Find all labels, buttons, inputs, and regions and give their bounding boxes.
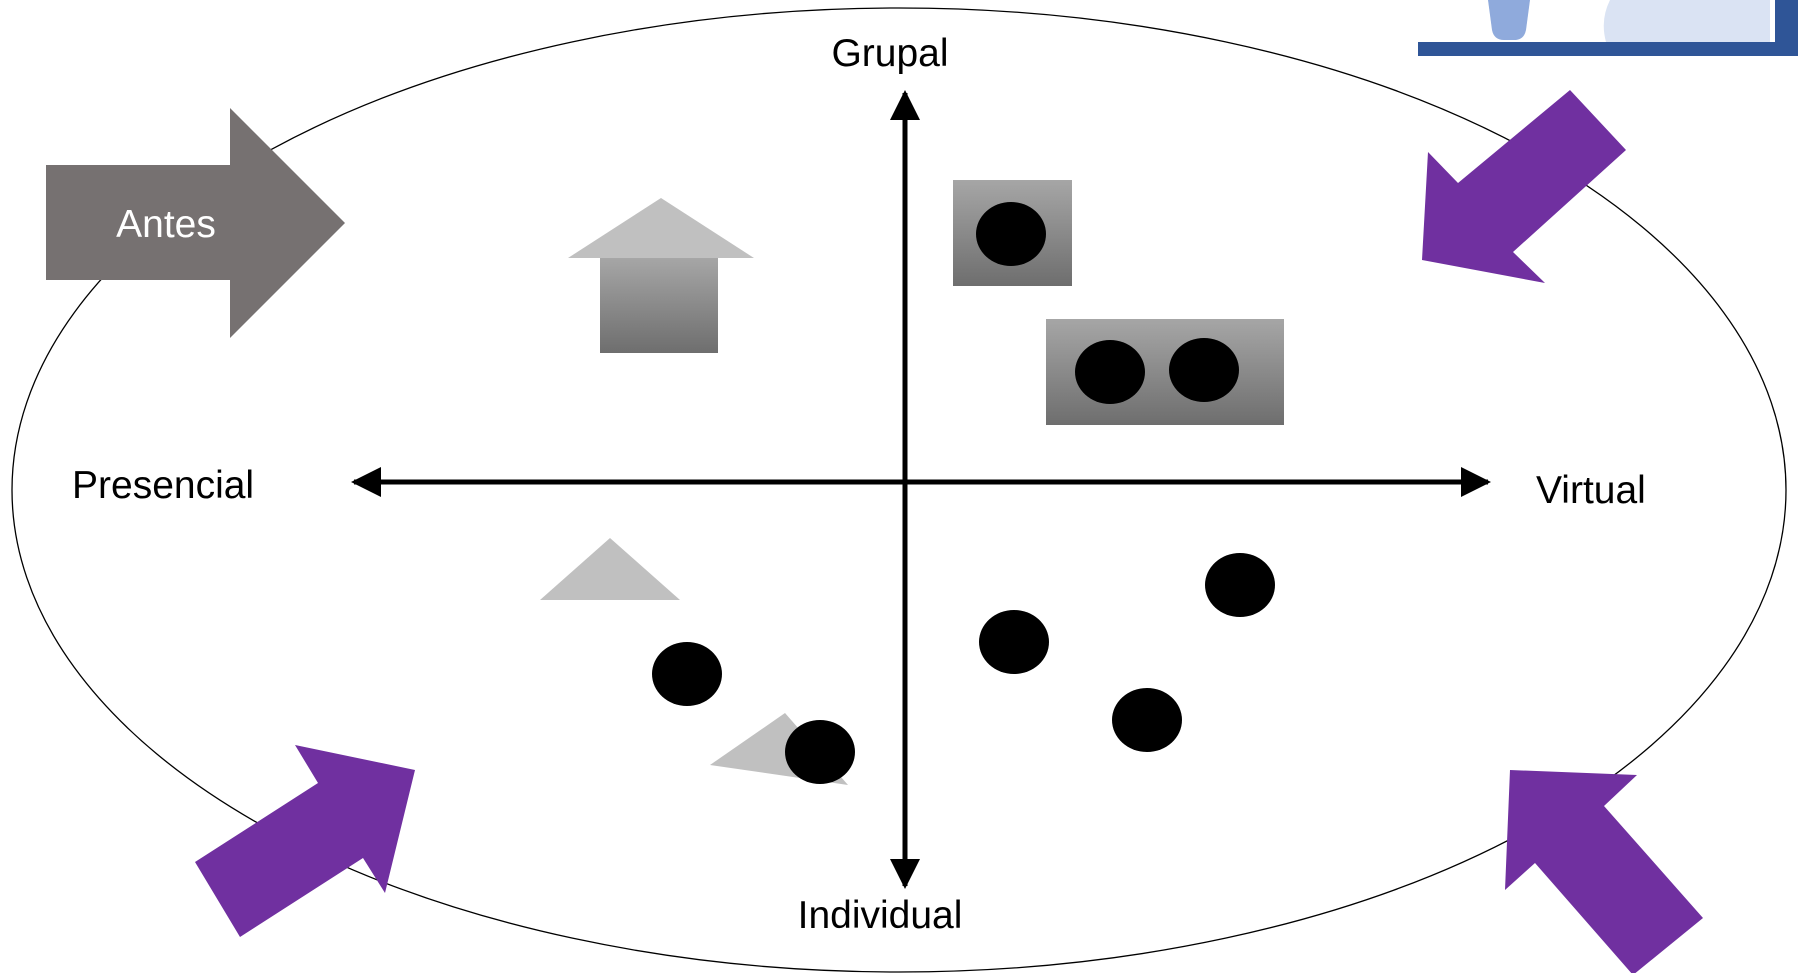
boundary-ellipse: [11, 7, 1787, 973]
triangle-icon: [540, 538, 680, 600]
dot-icon: [979, 610, 1049, 674]
purple-arrow-icon: [1505, 770, 1703, 973]
house-icon: [568, 198, 754, 353]
dot-icon: [1169, 338, 1239, 402]
axis-label-left: Presencial: [72, 464, 254, 507]
purple-arrow-icon: [1422, 90, 1626, 283]
dot-icon: [1205, 553, 1275, 617]
dot-icon: [976, 202, 1046, 266]
dot-icon: [1075, 340, 1145, 404]
single-person-screen-icon: [953, 180, 1072, 286]
dot-icon: [1112, 688, 1182, 752]
two-person-screen-icon: [1046, 319, 1284, 425]
dot-icon: [785, 720, 855, 784]
gray-arrow-icon: Antes: [46, 108, 345, 338]
corner-image: [1418, 0, 1798, 56]
axis-label-top: Grupal: [831, 32, 948, 75]
axis-label-right: Virtual: [1536, 469, 1646, 512]
axis-label-bottom: Individual: [798, 894, 963, 937]
dot-icon: [652, 642, 722, 706]
start-arrow-label: Antes: [116, 203, 216, 246]
purple-arrow-icon: [195, 745, 415, 937]
